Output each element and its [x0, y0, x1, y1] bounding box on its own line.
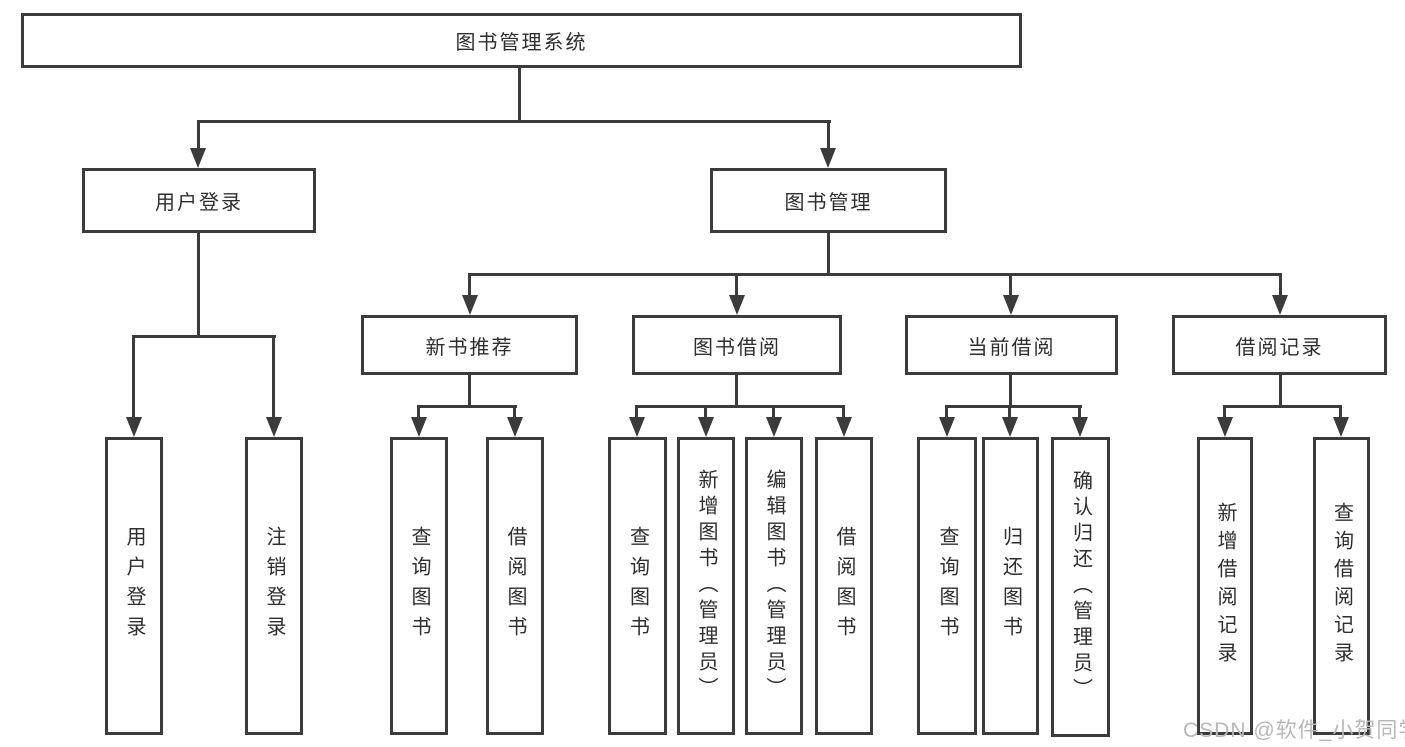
leaf-query-books-2: 查询图书 — [608, 437, 667, 735]
arrowhead-down-icon — [266, 417, 282, 437]
connector-branch-leaf — [1223, 405, 1226, 418]
leaf-logout: 注销登录 — [245, 437, 303, 735]
arrowhead-down-icon — [939, 417, 955, 437]
leaf-query-borrow-record-label: 查询借阅记录 — [1330, 502, 1353, 670]
leaf-query-books-3-label: 查询图书 — [936, 526, 958, 646]
connector-new-book-bus — [417, 405, 517, 408]
node-book-management-label: 图书管理 — [784, 192, 873, 214]
connector-branch-leaf — [1008, 405, 1011, 418]
connector-current-borrow-bus — [945, 405, 1082, 408]
node-new-book-recommend-label: 新书推荐 — [425, 336, 514, 359]
node-root-label: 图书管理系统 — [455, 32, 588, 54]
connector-borrow-records-stem — [1279, 375, 1282, 405]
leaf-add-borrow-record-label: 新增借阅记录 — [1214, 502, 1236, 670]
arrowhead-down-icon — [1002, 417, 1018, 437]
connector-borrow-records-bus — [1223, 405, 1342, 408]
node-book-borrow-label: 图书借阅 — [693, 336, 781, 359]
connector-branch-leaf — [1339, 405, 1342, 418]
leaf-user-login-label: 用户登录 — [123, 526, 145, 646]
connector-branch-leaf — [272, 335, 275, 418]
connector-branch-user-login — [197, 120, 200, 150]
connector-new-book-stem — [468, 375, 471, 405]
connector-branch-module — [1009, 273, 1012, 296]
arrowhead-down-icon — [1003, 295, 1019, 315]
connector-root-bus — [197, 120, 831, 123]
leaf-borrow-books-1-label: 借阅图书 — [504, 526, 526, 646]
leaf-query-borrow-record: 查询借阅记录 — [1313, 437, 1370, 735]
node-current-borrow-label: 当前借阅 — [967, 336, 1056, 359]
arrowhead-down-icon — [507, 417, 523, 437]
node-book-borrow: 图书借阅 — [632, 315, 842, 375]
leaf-user-login: 用户登录 — [105, 437, 163, 735]
connector-branch-leaf — [513, 405, 516, 418]
arrowhead-down-icon — [629, 417, 645, 437]
connector-branch-leaf — [1078, 405, 1081, 418]
arrowhead-down-icon — [1333, 417, 1349, 437]
csdn-watermark: CSDN @软件_小贺同学 — [1183, 719, 1405, 742]
connector-branch-leaf — [635, 405, 638, 418]
arrowhead-down-icon — [836, 417, 852, 437]
connector-modules-bus — [468, 273, 1282, 276]
arrowhead-down-icon — [1072, 417, 1088, 437]
arrowhead-down-icon — [1217, 417, 1233, 437]
connector-branch-leaf — [417, 405, 420, 418]
connector-branch-module — [735, 273, 738, 296]
leaf-query-books-3: 查询图书 — [917, 437, 977, 735]
node-borrow-records: 借阅记录 — [1172, 315, 1387, 375]
leaf-edit-book-admin-label: 编辑图书（管理员） — [763, 469, 785, 703]
connector-root-stem — [518, 68, 521, 120]
arrowhead-down-icon — [190, 148, 206, 168]
connector-branch-module — [1279, 273, 1282, 296]
connector-book-management-stem — [827, 233, 830, 273]
leaf-query-books-1: 查询图书 — [390, 437, 448, 735]
connector-branch-leaf — [945, 405, 948, 418]
leaf-borrow-books-2-label: 借阅图书 — [833, 526, 855, 646]
connector-user-login-stem — [197, 233, 200, 335]
leaf-return-book-label: 归还图书 — [999, 526, 1022, 646]
arrowhead-down-icon — [1272, 295, 1288, 315]
node-root: 图书管理系统 — [21, 13, 1022, 68]
leaf-edit-book-admin: 编辑图书（管理员） — [745, 437, 803, 735]
connector-branch-leaf — [772, 405, 775, 418]
node-user-login-label: 用户登录 — [155, 192, 243, 214]
node-book-management: 图书管理 — [710, 168, 947, 233]
arrowhead-down-icon — [126, 417, 142, 437]
arrowhead-down-icon — [766, 417, 782, 437]
node-new-book-recommend: 新书推荐 — [361, 315, 578, 375]
leaf-borrow-books-2: 借阅图书 — [815, 437, 873, 735]
leaf-confirm-return-admin: 确认归还（管理员） — [1051, 437, 1110, 737]
connector-user-login-bus — [132, 335, 276, 338]
leaf-add-book-admin-label: 新增图书（管理员） — [695, 469, 717, 703]
arrowhead-down-icon — [820, 148, 836, 168]
leaf-query-books-1-label: 查询图书 — [408, 526, 430, 646]
connector-branch-leaf — [704, 405, 707, 418]
connector-branch-leaf — [842, 405, 845, 418]
arrowhead-down-icon — [698, 417, 714, 437]
leaf-query-books-2-label: 查询图书 — [626, 526, 649, 646]
connector-current-borrow-stem — [1009, 375, 1012, 405]
connector-book-borrow-bus — [635, 405, 845, 408]
connector-branch-book-management — [827, 120, 830, 150]
leaf-add-borrow-record: 新增借阅记录 — [1197, 437, 1253, 735]
leaf-return-book: 归还图书 — [982, 437, 1039, 735]
leaf-confirm-return-admin-label: 确认归还（管理员） — [1069, 470, 1092, 704]
node-user-login: 用户登录 — [82, 168, 316, 233]
leaf-add-book-admin: 新增图书（管理员） — [677, 437, 735, 735]
connector-branch-module — [468, 273, 471, 296]
node-current-borrow: 当前借阅 — [905, 315, 1118, 375]
arrowhead-down-icon — [411, 417, 427, 437]
arrowhead-down-icon — [462, 295, 478, 315]
connector-book-borrow-stem — [735, 375, 738, 405]
node-borrow-records-label: 借阅记录 — [1235, 336, 1324, 359]
leaf-logout-label: 注销登录 — [263, 526, 285, 646]
leaf-borrow-books-1: 借阅图书 — [486, 437, 544, 735]
connector-branch-leaf — [132, 335, 135, 418]
arrowhead-down-icon — [729, 295, 745, 315]
